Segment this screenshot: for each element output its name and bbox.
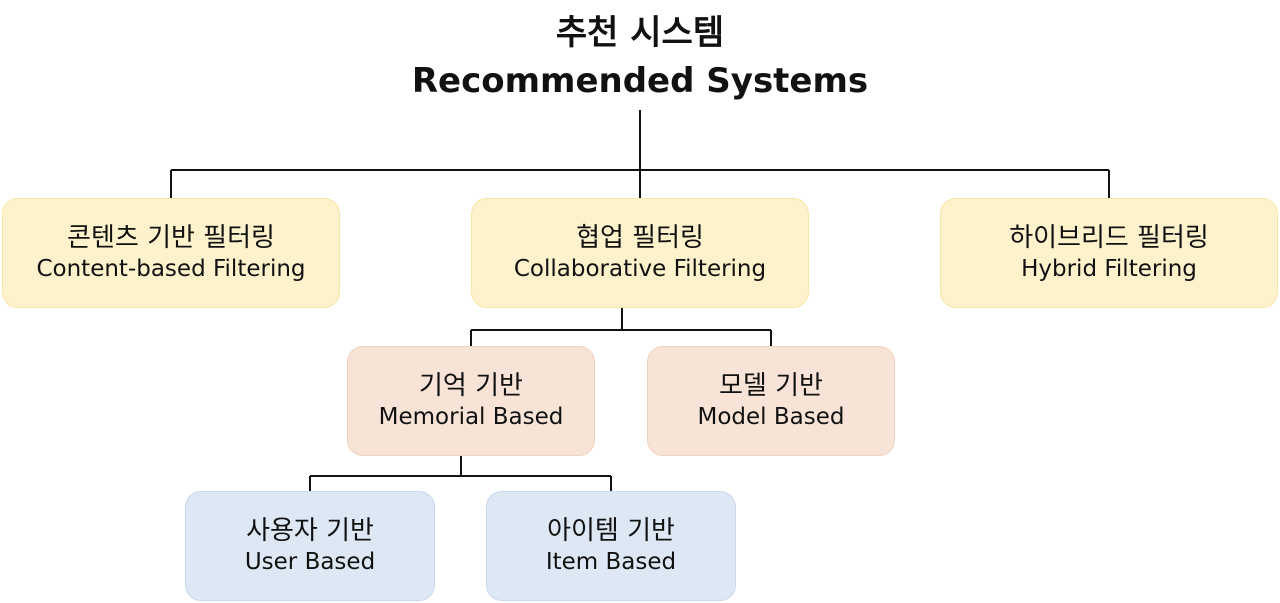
root-title-english: Recommended Systems bbox=[411, 61, 869, 101]
item-based-node: 아이템 기반 Item Based bbox=[486, 491, 736, 601]
hybrid-filtering-node: 하이브리드 필터링 Hybrid Filtering bbox=[940, 198, 1278, 308]
node-label-korean: 아이템 기반 bbox=[547, 516, 675, 546]
node-label-english: Memorial Based bbox=[378, 404, 564, 430]
node-label-english: Collaborative Filtering bbox=[513, 256, 767, 282]
node-label-korean: 사용자 기반 bbox=[246, 516, 374, 546]
node-label-english: Content-based Filtering bbox=[36, 256, 306, 282]
node-label-korean: 하이브리드 필터링 bbox=[1009, 223, 1209, 253]
user-based-node: 사용자 기반 User Based bbox=[185, 491, 435, 601]
root-title-korean: 추천 시스템 bbox=[555, 13, 725, 53]
node-label-english: User Based bbox=[244, 549, 376, 575]
memorial-based-node: 기억 기반 Memorial Based bbox=[347, 346, 595, 456]
node-label-korean: 모델 기반 bbox=[719, 371, 823, 401]
model-based-node: 모델 기반 Model Based bbox=[647, 346, 895, 456]
node-label-korean: 협업 필터링 bbox=[576, 223, 704, 253]
node-label-english: Item Based bbox=[545, 549, 677, 575]
content-based-filtering-node: 콘텐츠 기반 필터링 Content-based Filtering bbox=[2, 198, 340, 308]
collaborative-filtering-node: 협업 필터링 Collaborative Filtering bbox=[471, 198, 809, 308]
node-label-korean: 기억 기반 bbox=[419, 371, 523, 401]
node-label-korean: 콘텐츠 기반 필터링 bbox=[67, 223, 275, 253]
node-label-english: Model Based bbox=[697, 404, 845, 430]
node-label-english: Hybrid Filtering bbox=[1021, 256, 1197, 282]
